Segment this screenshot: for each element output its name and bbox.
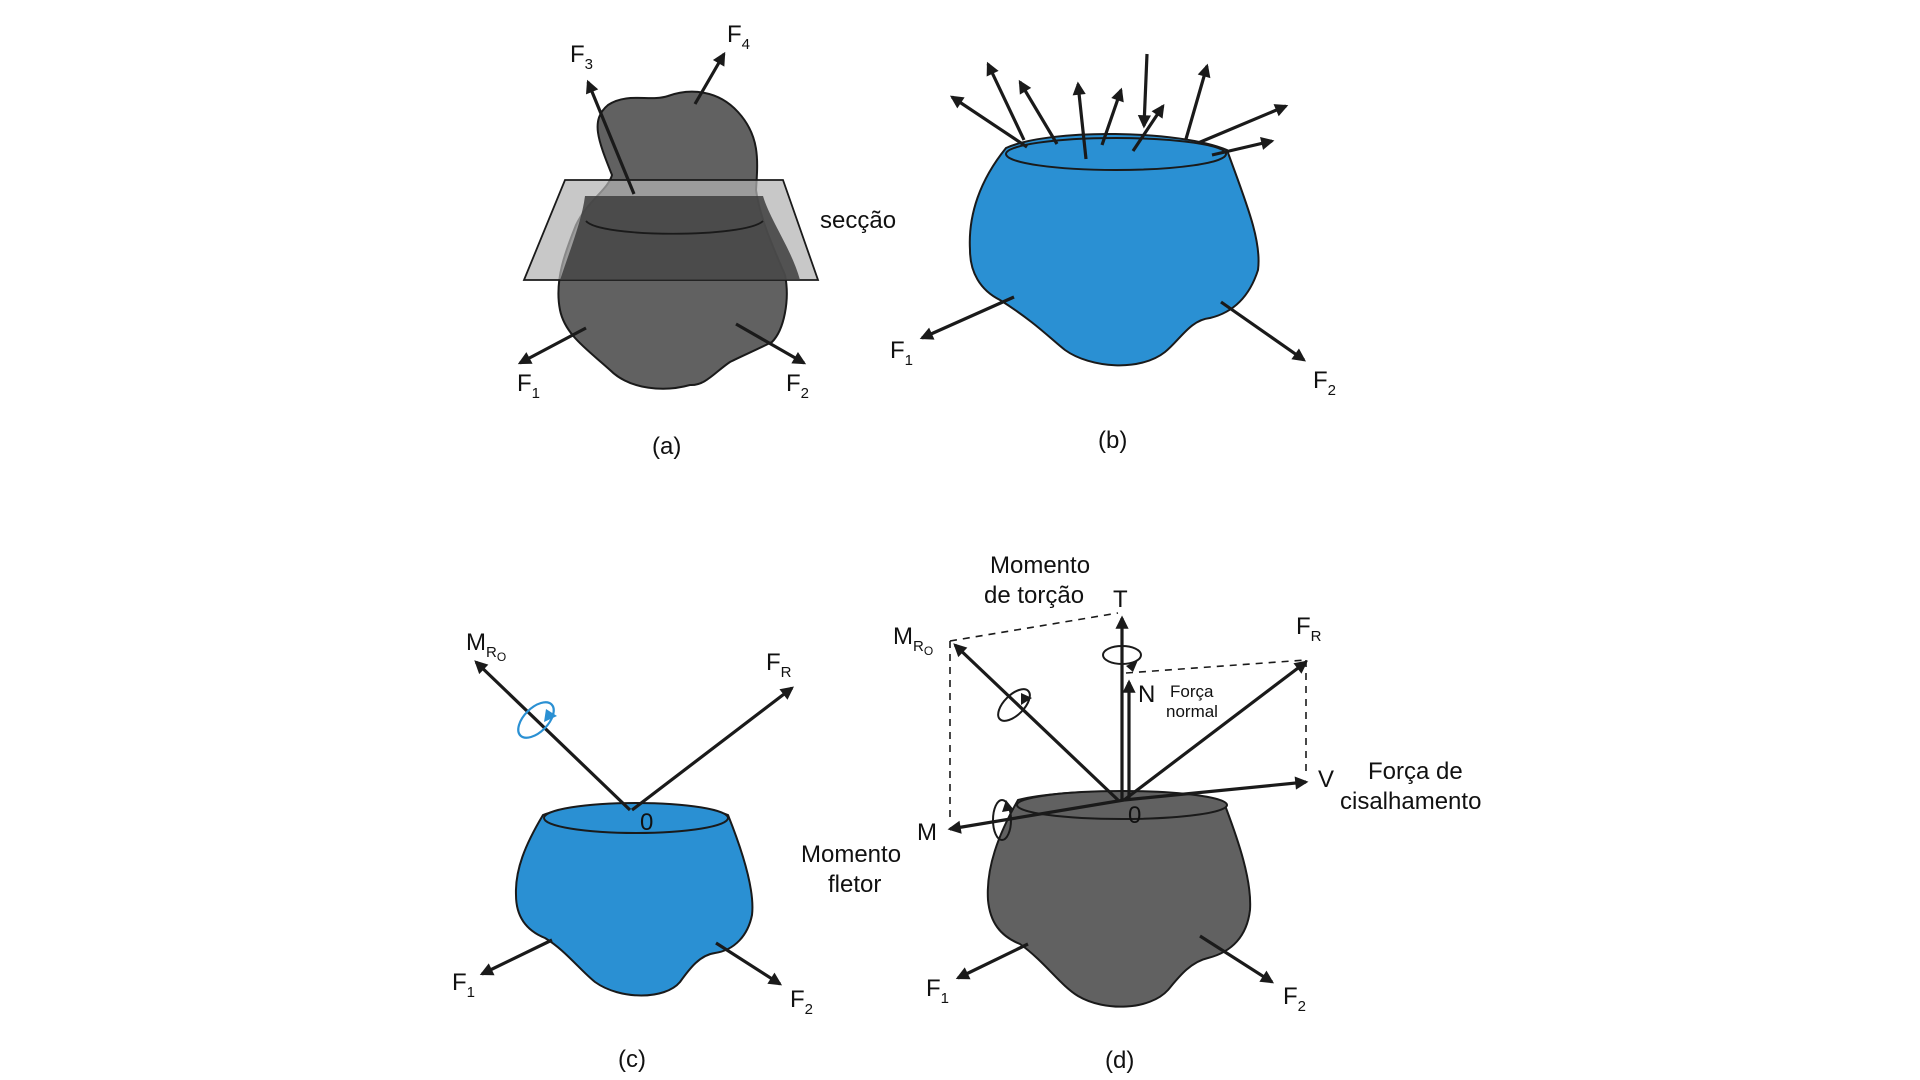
label-f1: F1 (890, 337, 913, 369)
force-arrow-f2 (1220, 300, 1306, 362)
solid-body-blue (514, 802, 754, 997)
origin-label: 0 (1128, 802, 1141, 829)
panel-c: MRO FR 0 F1 F2 (c) (452, 629, 813, 1073)
label-f2: F2 (1313, 367, 1336, 399)
normal-label-line2: normal (1166, 702, 1218, 721)
distributed-arrow-7 (1131, 103, 1165, 152)
caption-b: (b) (1098, 427, 1127, 454)
distributed-arrow-2 (986, 61, 1026, 141)
label-f3: F3 (570, 41, 593, 73)
panel-b: F1 F2 (b) (890, 53, 1336, 454)
label-f2: F2 (786, 370, 809, 402)
distributed-arrow-8 (1184, 63, 1211, 140)
caption-c: (c) (618, 1046, 646, 1073)
normal-label-line1: Força (1170, 682, 1214, 701)
distributed-arrow-5 (1100, 87, 1124, 146)
caption-a: (a) (652, 433, 681, 460)
bending-symbol: M (917, 819, 937, 846)
resultant-force-fr (631, 686, 794, 812)
moment-vector-mro (474, 660, 632, 812)
panel-a: F3 F4 F1 F2 secção (a) (517, 21, 896, 460)
shear-label-line2: cisalhamento (1340, 788, 1481, 815)
label-fr: FR (766, 649, 792, 681)
section-label: secção (820, 207, 896, 234)
rotation-arrowhead-icon (1002, 800, 1014, 812)
force-arrow-f2 (1199, 934, 1275, 984)
section-cut-ellipse (585, 220, 764, 235)
label-f1: F1 (926, 975, 949, 1007)
distributed-arrow-1 (949, 95, 1028, 149)
distributed-arrow-10 (1211, 137, 1275, 157)
bending-label-line1: Momento (801, 841, 901, 868)
label-f1: F1 (452, 969, 475, 1001)
shear-label-line1: Força de (1368, 758, 1463, 785)
distributed-arrow-9 (1197, 104, 1289, 145)
distributed-arrow-4 (1072, 81, 1088, 160)
panel-d: Momento de torção T MRO FR N Força norma… (801, 552, 1481, 1074)
bending-moment-m (947, 798, 1125, 834)
force-arrow-f1 (479, 938, 553, 976)
label-mro: MRO (466, 629, 506, 664)
label-f2: F2 (790, 986, 813, 1018)
moment-rotation-icon (517, 701, 555, 739)
force-arrow-f1 (955, 942, 1029, 980)
force-arrow-f2 (735, 322, 807, 365)
bending-label-line2: fletor (828, 871, 881, 898)
distributed-arrow-6 (1137, 53, 1152, 129)
force-arrow-f1 (919, 295, 1015, 340)
cut-surface-ellipse (543, 802, 729, 834)
force-arrow-f4 (693, 51, 726, 105)
torsion-rotation-icon (1102, 645, 1142, 665)
caption-d: (d) (1105, 1047, 1134, 1074)
moment-rotation-icon (997, 688, 1031, 722)
label-f1: F1 (517, 370, 540, 402)
bending-rotation-icon (992, 799, 1012, 841)
torsion-label-line2: de torção (984, 582, 1084, 609)
force-arrow-f3 (586, 79, 636, 195)
normal-symbol: N (1138, 681, 1155, 708)
distributed-arrow-3 (1018, 79, 1059, 145)
label-fr: FR (1296, 613, 1322, 645)
solid-body-grey (986, 790, 1252, 1008)
label-f4: F4 (727, 21, 750, 53)
shear-force-v (1123, 776, 1309, 802)
torsion-label-line1: Momento (990, 552, 1090, 579)
cut-surface-ellipse (1005, 137, 1227, 171)
moment-vector-mro (953, 643, 1120, 802)
force-arrow-f1 (517, 326, 587, 365)
resultant-force-fr (1123, 660, 1308, 802)
torsion-symbol: T (1113, 586, 1128, 613)
shear-symbol: V (1318, 766, 1334, 793)
label-f2: F2 (1283, 983, 1306, 1015)
label-mro: MRO (893, 623, 933, 658)
rotation-arrowhead-icon (1021, 693, 1032, 705)
origin-label: 0 (640, 809, 653, 836)
dashed-guide (949, 612, 1119, 642)
dashed-guide (1125, 659, 1307, 674)
rotation-arrowhead-icon (1126, 660, 1138, 672)
section-cut-overlay (560, 196, 800, 280)
force-arrow-f2 (715, 941, 783, 986)
rotation-arrowhead-icon (544, 709, 557, 722)
